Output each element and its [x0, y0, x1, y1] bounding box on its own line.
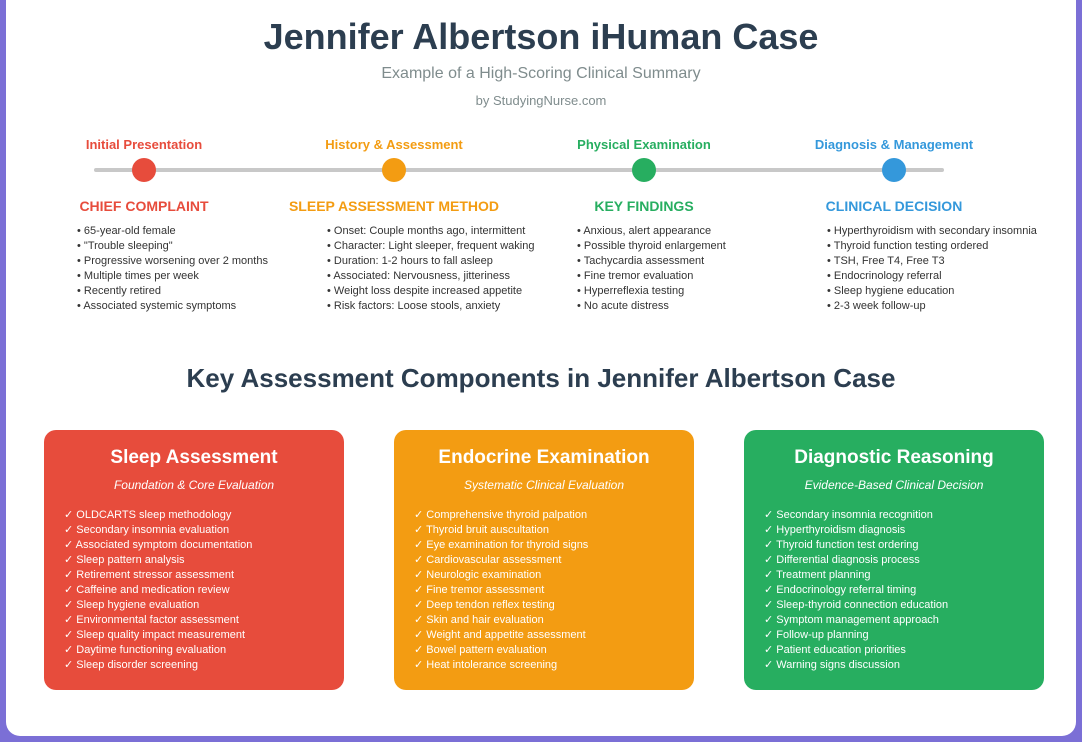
- list-item: Sleep hygiene education: [827, 284, 1077, 299]
- page-subtitle: Example of a High-Scoring Clinical Summa…: [381, 65, 701, 82]
- card-checklist: Secondary insomnia recognition Hyperthyr…: [764, 508, 1044, 673]
- list-item: Sleep hygiene evaluation: [64, 598, 344, 613]
- card-title: Endocrine Examination: [438, 447, 650, 468]
- list-item: Multiple times per week: [77, 269, 327, 284]
- list-item: Possible thyroid enlargement: [577, 239, 827, 254]
- list-item: Symptom management approach: [764, 613, 1044, 628]
- stage-marker-dot: [632, 158, 656, 182]
- section-title: Key Assessment Components in Jennifer Al…: [186, 363, 896, 393]
- list-item: Progressive worsening over 2 months: [77, 254, 327, 269]
- stage-heading: CLINICAL DECISION: [825, 198, 963, 214]
- list-item: "Trouble sleeping": [77, 239, 327, 254]
- stage-heading: SLEEP ASSESSMENT METHOD: [288, 198, 500, 214]
- card-checklist: OLDCARTS sleep methodology Secondary ins…: [64, 508, 344, 673]
- list-item: Neurologic examination: [414, 568, 694, 583]
- stage-findings-list: Onset: Couple months ago, intermittent C…: [327, 224, 577, 314]
- stage-heading: KEY FINDINGS: [594, 198, 694, 214]
- list-item: Bowel pattern evaluation: [414, 643, 694, 658]
- list-item: Associated: Nervousness, jitteriness: [327, 269, 577, 284]
- list-item: Tachycardia assessment: [577, 254, 827, 269]
- list-item: Heat intolerance screening: [414, 658, 694, 673]
- list-item: Warning signs discussion: [764, 658, 1044, 673]
- list-item: Environmental factor assessment: [64, 613, 344, 628]
- list-item: Retirement stressor assessment: [64, 568, 344, 583]
- card-title: Sleep Assessment: [110, 447, 278, 468]
- infographic-page: Jennifer Albertson iHuman Case Example o…: [6, 0, 1076, 736]
- list-item: Caffeine and medication review: [64, 583, 344, 598]
- list-item: Comprehensive thyroid palpation: [414, 508, 694, 523]
- list-item: Sleep-thyroid connection education: [764, 598, 1044, 613]
- list-item: Sleep pattern analysis: [64, 553, 344, 568]
- list-item: Treatment planning: [764, 568, 1044, 583]
- card-subtitle: Systematic Clinical Evaluation: [463, 478, 625, 492]
- stage-label: Diagnosis & Management: [814, 137, 974, 152]
- list-item: Thyroid function testing ordered: [827, 239, 1077, 254]
- timeline-line: [94, 168, 944, 172]
- stage-label: History & Assessment: [325, 137, 463, 152]
- timeline-stage-physical-examination: Physical Examination KEY FINDINGS Anxiou…: [519, 137, 769, 312]
- timeline-stage-diagnosis-management: Diagnosis & Management CLINICAL DECISION…: [769, 137, 1037, 312]
- list-item: 65-year-old female: [77, 224, 327, 239]
- list-item: Endocrinology referral timing: [764, 583, 1044, 598]
- list-item: Patient education priorities: [764, 643, 1044, 658]
- timeline-stage-history-assessment: History & Assessment SLEEP ASSESSMENT ME…: [269, 137, 535, 312]
- list-item: Associated systemic symptoms: [77, 299, 327, 314]
- list-item: Recently retired: [77, 284, 327, 299]
- card-checklist: Comprehensive thyroid palpation Thyroid …: [414, 508, 694, 673]
- list-item: Onset: Couple months ago, intermittent: [327, 224, 577, 239]
- list-item: Associated symptom documentation: [64, 538, 344, 553]
- list-item: Duration: 1-2 hours to fall asleep: [327, 254, 577, 269]
- stage-label: Physical Examination: [577, 137, 711, 152]
- card-sleep-assessment: Sleep Assessment Foundation & Core Evalu…: [44, 430, 344, 690]
- list-item: Weight loss despite increased appetite: [327, 284, 577, 299]
- page-title: Jennifer Albertson iHuman Case: [263, 16, 819, 57]
- stage-marker-dot: [882, 158, 906, 182]
- list-item: Endocrinology referral: [827, 269, 1077, 284]
- list-item: Fine tremor assessment: [414, 583, 694, 598]
- list-item: Cardiovascular assessment: [414, 553, 694, 568]
- list-item: TSH, Free T4, Free T3: [827, 254, 1077, 269]
- list-item: Secondary insomnia recognition: [764, 508, 1044, 523]
- list-item: No acute distress: [577, 299, 827, 314]
- timeline-stage-initial-presentation: Initial Presentation CHIEF COMPLAINT 65-…: [19, 137, 269, 312]
- card-subtitle: Evidence-Based Clinical Decision: [804, 478, 984, 492]
- list-item: Thyroid function test ordering: [764, 538, 1044, 553]
- list-item: Differential diagnosis process: [764, 553, 1044, 568]
- card-title: Diagnostic Reasoning: [794, 447, 994, 468]
- list-item: 2-3 week follow-up: [827, 299, 1077, 314]
- list-item: Daytime functioning evaluation: [64, 643, 344, 658]
- byline: by StudyingNurse.com: [475, 93, 607, 108]
- card-endocrine-examination: Endocrine Examination Systematic Clinica…: [394, 430, 694, 690]
- card-subtitle: Foundation & Core Evaluation: [113, 478, 275, 492]
- list-item: Hyperthyroidism with secondary insomnia: [827, 224, 1077, 239]
- list-item: Hyperreflexia testing: [577, 284, 827, 299]
- stage-heading: CHIEF COMPLAINT: [79, 198, 209, 214]
- list-item: Anxious, alert appearance: [577, 224, 827, 239]
- stage-label: Initial Presentation: [85, 137, 203, 152]
- list-item: Thyroid bruit auscultation: [414, 523, 694, 538]
- list-item: Skin and hair evaluation: [414, 613, 694, 628]
- list-item: Risk factors: Loose stools, anxiety: [327, 299, 577, 314]
- stage-findings-list: Hyperthyroidism with secondary insomnia …: [827, 224, 1077, 314]
- list-item: Follow-up planning: [764, 628, 1044, 643]
- list-item: Character: Light sleeper, frequent wakin…: [327, 239, 577, 254]
- stage-marker-dot: [382, 158, 406, 182]
- list-item: Eye examination for thyroid signs: [414, 538, 694, 553]
- list-item: Sleep quality impact measurement: [64, 628, 344, 643]
- card-diagnostic-reasoning: Diagnostic Reasoning Evidence-Based Clin…: [744, 430, 1044, 690]
- list-item: Weight and appetite assessment: [414, 628, 694, 643]
- list-item: OLDCARTS sleep methodology: [64, 508, 344, 523]
- list-item: Deep tendon reflex testing: [414, 598, 694, 613]
- stage-findings-list: 65-year-old female "Trouble sleeping" Pr…: [77, 224, 327, 314]
- list-item: Hyperthyroidism diagnosis: [764, 523, 1044, 538]
- list-item: Secondary insomnia evaluation: [64, 523, 344, 538]
- list-item: Sleep disorder screening: [64, 658, 344, 673]
- stage-marker-dot: [132, 158, 156, 182]
- stage-findings-list: Anxious, alert appearance Possible thyro…: [577, 224, 827, 314]
- list-item: Fine tremor evaluation: [577, 269, 827, 284]
